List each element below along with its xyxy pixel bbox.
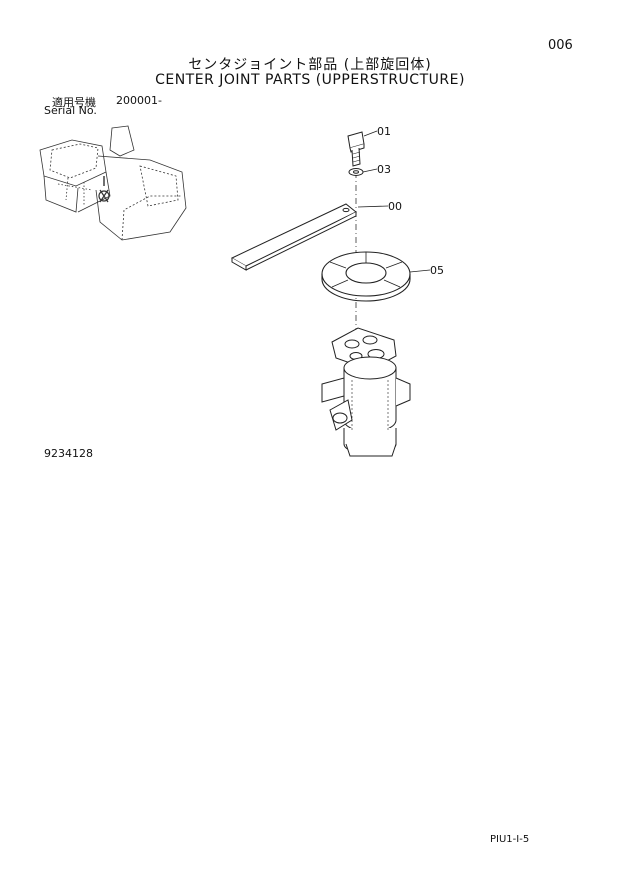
machine-thumbnail [39, 125, 187, 241]
callout-label-03: 03 [377, 163, 391, 176]
footer-page-code: PIU1-I-5 [490, 834, 530, 845]
serial-range: 200001- [116, 94, 162, 107]
page-number: 006 [548, 38, 573, 53]
page-title-english: CENTER JOINT PARTS (UPPERSTRUCTURE) [155, 72, 465, 88]
center-joint-body [321, 327, 411, 457]
washer-part-03 [348, 168, 378, 176]
ring-part-05 [321, 251, 431, 302]
plate-part-00 [230, 203, 389, 271]
diagram-number: 9234128 [44, 447, 93, 460]
page-title-japanese: センタジョイント部品 (上部旋回体) [188, 57, 432, 73]
callout-label-01: 01 [377, 125, 391, 138]
callout-label-05: 05 [430, 264, 444, 277]
serial-label-english: Serial No. [44, 104, 97, 117]
callout-label-00: 00 [388, 200, 402, 213]
serial-label-japanese: 適用号機 [52, 96, 96, 109]
bolt-part-01 [347, 130, 378, 167]
